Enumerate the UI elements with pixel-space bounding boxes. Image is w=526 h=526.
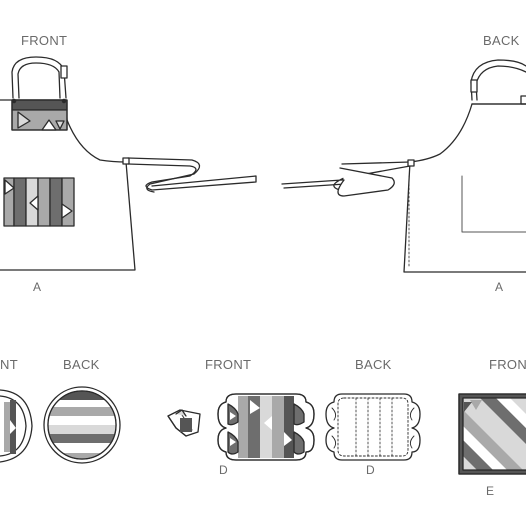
apron-back-tie <box>281 161 411 197</box>
apron-back-drawing <box>403 59 526 273</box>
mat-front-label: FRONT <box>489 357 526 372</box>
mitt-front <box>217 393 315 461</box>
apron-front-label: FRONT <box>21 33 68 48</box>
potholder-front-label: NT <box>0 357 18 372</box>
apron-front-view-letter: A <box>33 280 42 294</box>
apron-front-tie <box>127 157 257 193</box>
apron-front-drawing <box>0 56 136 271</box>
apron-back-view-letter: A <box>495 280 504 294</box>
potholder-front-partial <box>0 389 33 463</box>
mitt-front-view-letter: D <box>219 463 228 477</box>
mitt-back-view-letter: D <box>366 463 375 477</box>
potholder-back-label: BACK <box>63 357 100 372</box>
mat-view-letter: E <box>486 484 495 498</box>
apron-back-label: BACK <box>483 33 520 48</box>
mitt-front-label: FRONT <box>205 357 252 372</box>
potholder-back <box>43 386 121 464</box>
placemat-front-partial <box>458 393 526 475</box>
mitt-back-label: BACK <box>355 357 392 372</box>
mitt-hanging-loop <box>167 409 201 437</box>
mitt-back <box>325 393 421 461</box>
